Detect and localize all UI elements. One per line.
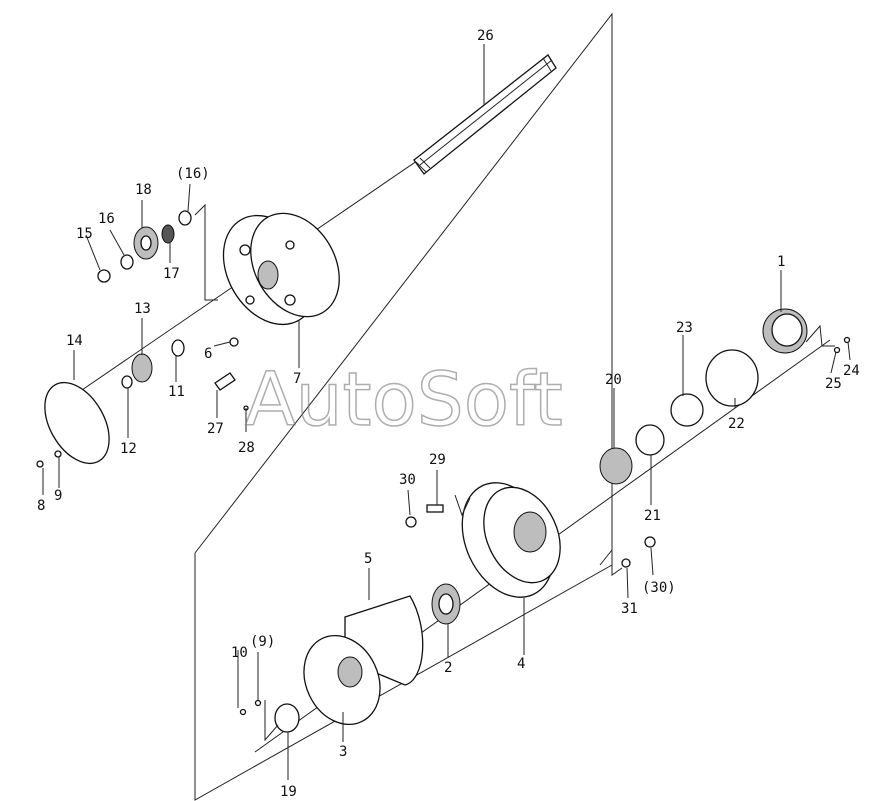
callout-16: 16 [98,211,115,227]
callout-17: 17 [163,266,180,282]
part-7-carrier-hub [222,212,340,326]
callout-3: 3 [339,744,347,760]
callout-26: 26 [477,28,494,44]
part-11-spacer [171,339,185,357]
callout-29: 29 [429,452,446,468]
part-21-spacer-ring [635,424,665,456]
callout-21: 21 [644,508,661,524]
part-3-ring-gear [303,634,381,726]
part-24-bolt [843,336,851,344]
part-13-sun-gear [131,353,153,383]
callout-5: 5 [364,551,372,567]
watermark-text: AutoSoft [245,357,563,443]
part-25-washer [833,346,841,354]
part-9b-washer [254,699,262,707]
part-10-bolt [239,708,247,716]
part-27-dowel-pin [214,372,236,391]
part-12-snap-ring [121,375,133,389]
part-26-axle-shaft [413,54,557,175]
callout-30b: (30) [642,580,676,596]
callout-22: 22 [728,416,745,432]
part-16b-thrust-washer [178,210,192,226]
callout-28: 28 [238,440,255,456]
callout-16b: (16) [176,166,210,182]
callout-labels: 26 1 23 22 21 20 4 2 3 5 19 7 6 27 28 12… [37,28,860,800]
callout-7: 7 [293,371,301,387]
callout-11: 11 [168,384,185,400]
callout-25: 25 [825,376,842,392]
callout-13: 13 [134,301,151,317]
part-16-thrust-washer [120,254,134,270]
part-19-thrust-plate [274,703,300,733]
leader-lines [42,44,851,780]
callout-23: 23 [676,320,693,336]
callout-24: 24 [843,363,860,379]
part-14-end-cover [44,381,110,465]
callout-20: 20 [605,372,622,388]
part-1-cover-ring [762,308,808,354]
part-17-needle-bearing [161,224,175,244]
callout-9: 9 [54,488,62,504]
callout-9b: (9) [250,634,275,650]
callout-14: 14 [66,333,83,349]
part-2-tapered-bearing [431,583,461,625]
callout-15: 15 [76,226,93,242]
part-15-snap-ring [97,269,111,283]
part-18-planet-gear [133,226,159,260]
part-6-bolt [229,337,239,347]
callout-31: 31 [621,601,638,617]
callout-4: 4 [517,656,525,672]
part-8-bolt [36,460,44,468]
callout-18: 18 [135,182,152,198]
callout-12: 12 [120,441,137,457]
part-30b-nut [644,536,656,548]
callout-27: 27 [207,421,224,437]
callout-6: 6 [204,346,212,362]
part-9-washer [54,450,62,458]
callout-30: 30 [399,472,416,488]
part-22-gasket [705,349,759,407]
part-4-wheel-hub [461,482,561,598]
part-29-stud [426,504,444,513]
part-30-nut [405,516,417,528]
part-20-bearing [599,447,633,485]
part-23-seal-ring [670,393,704,427]
callout-1: 1 [777,254,785,270]
callout-2: 2 [444,660,452,676]
callout-8: 8 [37,498,45,514]
callout-10: 10 [231,645,248,661]
part-31-washer [621,558,631,568]
callout-19: 19 [280,784,297,800]
